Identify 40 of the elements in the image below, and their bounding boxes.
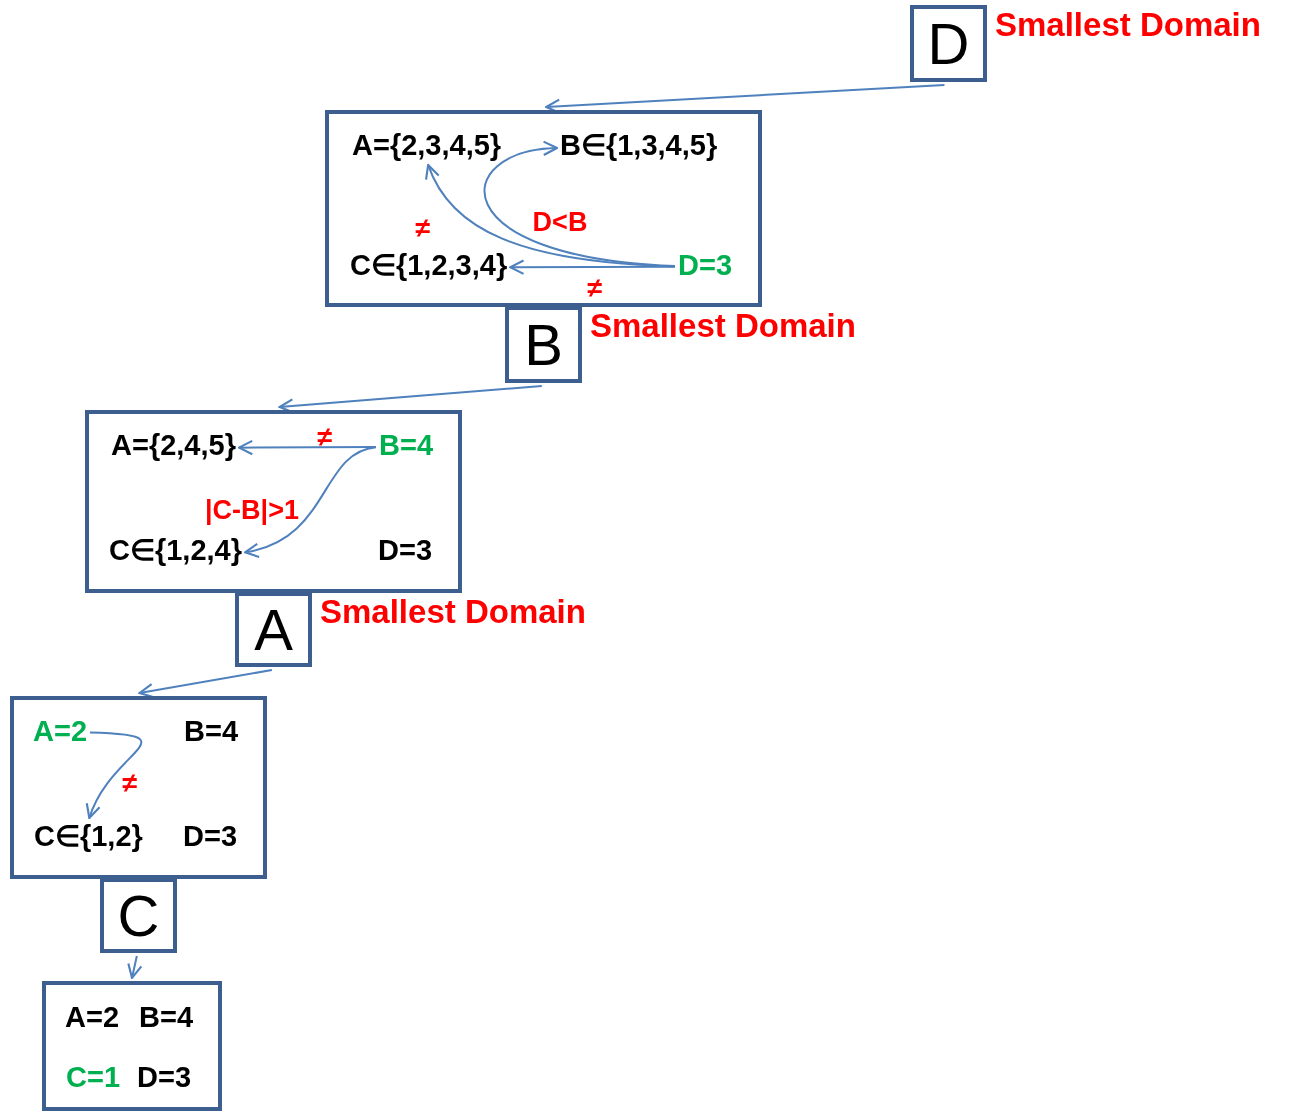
domain-text: D=3 [183,821,237,853]
arrow [243,446,377,557]
domain-text: A={2,3,4,5} [352,130,502,162]
variable-box: A [235,592,312,667]
state-box [325,110,762,307]
variable-box: C [100,878,177,953]
domain-text: B=4 [184,716,238,748]
domain-text: D=3 [137,1062,191,1094]
state-box [85,410,462,593]
domain-text: B∈{1,3,4,5} [560,130,718,162]
variable-box: D [910,5,987,82]
variable-box: B [505,306,582,383]
arrow [138,669,273,699]
arrow [509,259,676,275]
arrow [237,439,377,456]
domain-text: A={2,4,5} [111,430,236,462]
domain-text: B=4 [379,430,433,462]
edge-label: D<B [532,208,588,236]
state-box [42,981,222,1111]
domain-text: C∈{1,2} [34,821,143,853]
state-box [10,696,267,879]
caption-text: Smallest Domain [320,594,586,631]
domain-text: C∈{1,2,4} [109,535,242,567]
edge-label: ≠ [415,214,431,242]
edge-label: |C-B|>1 [205,496,299,524]
domain-text: A=2 [65,1002,119,1034]
domain-text: B=4 [139,1002,193,1034]
domain-text: A=2 [33,716,87,748]
domain-text: D=3 [378,535,432,567]
caption-text: Smallest Domain [590,308,856,345]
arrow [483,141,676,267]
domain-text: C=1 [66,1062,120,1094]
caption-text: Smallest Domain [995,7,1261,44]
arrow [87,731,143,820]
domain-text: C∈{1,2,3,4} [350,250,508,282]
edge-label: ≠ [317,423,333,451]
edge-label: ≠ [587,274,603,302]
domain-text: D=3 [678,250,732,282]
arrow [127,955,143,980]
edge-label: ≠ [122,769,138,797]
